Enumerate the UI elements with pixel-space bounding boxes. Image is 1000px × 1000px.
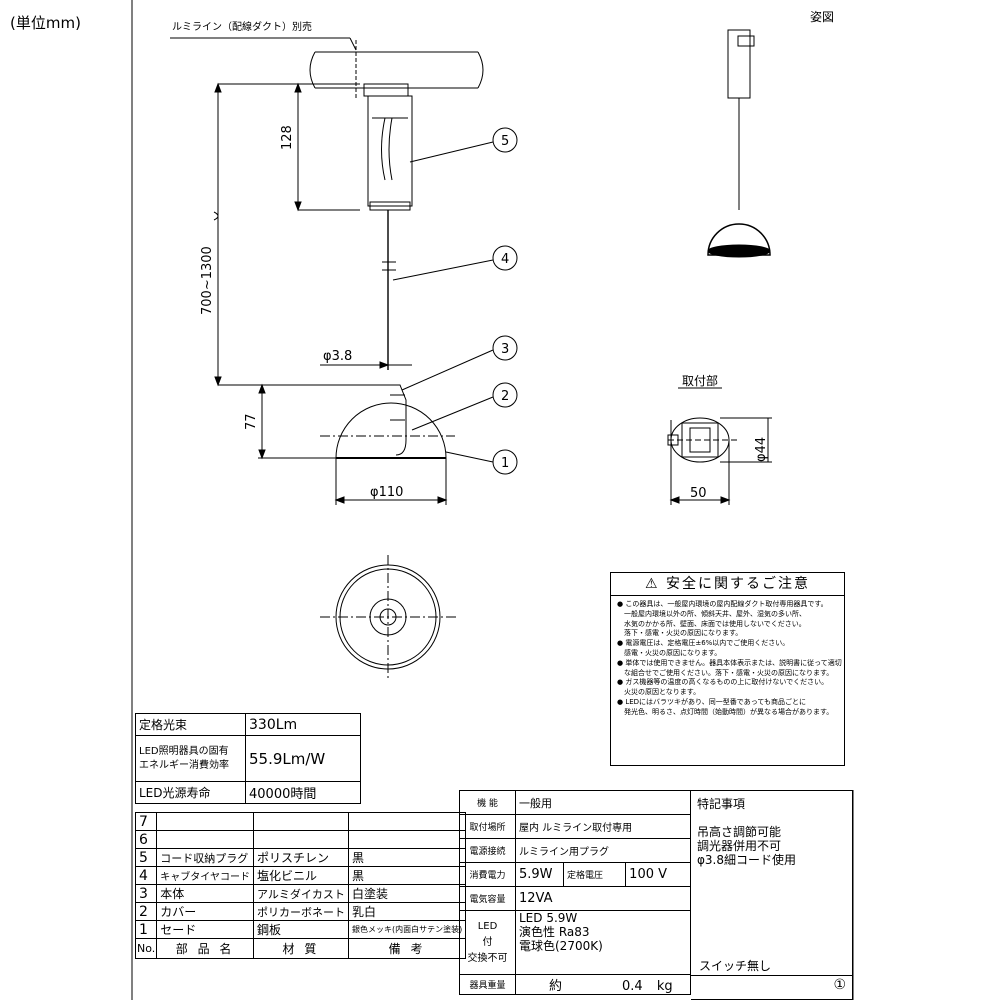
part-material: ポリカーボネート [252,902,349,921]
spec-label: 定格光束 [135,713,246,736]
mount-label: 取付部 [682,373,718,388]
part-note [347,812,467,831]
part-material [252,830,349,849]
special-line: 調光器併用不可 [697,839,782,853]
part-note: 乳白 [347,902,467,921]
callout-5: 5 [501,134,509,149]
part-name: セード [156,920,254,939]
part-material: 鋼板 [252,920,349,939]
spec-label: LED照明器具の固有 エネルギー消費効率 [135,735,246,782]
dim-50: 50 [690,486,707,501]
callout-4: 4 [501,252,509,267]
spec-label: LED光源寿命 [135,781,246,804]
part-name: 本体 [156,884,254,903]
safety-line: な組合せでご使用ください。落下・感電・火災の原因になります。 [617,668,834,677]
warning-icon: ⚠ [644,576,660,592]
dim-3-8: φ3.8 [323,349,352,364]
part-name: キャブタイヤコード [156,866,254,885]
part-name: コード収納プラグ [156,848,254,867]
dim-128: 128 [280,125,295,150]
dim-700-1300: 700~1300 [200,246,215,315]
parts-header-name: 部 品 名 [156,938,254,959]
info-label: 機 能 [459,790,516,815]
part-name [156,830,254,849]
part-no: 7 [134,812,158,831]
part-no: 4 [134,866,158,885]
dim-77: 77 [244,413,259,430]
safety-lines: ● この器具は、一般屋内環境の屋内配線ダクト取付専用器具です。 一般屋内環境以外… [617,600,842,718]
info-value: 100 V [625,862,691,887]
part-material [252,812,349,831]
view-label: 姿図 [810,10,835,24]
info-value: 5.9W [515,862,564,887]
parts-header-no: No. [134,938,158,959]
info-label: 電源接続 [459,838,516,863]
info-label: 電気容量 [459,886,516,911]
info-value: 屋内 ルミライン取付専用 [515,814,691,839]
safety-line: 落下・感電・火災の原因になります。 [617,629,743,638]
part-note: 黒 [347,866,467,885]
info-label: 取付場所 [459,814,516,839]
part-no: 3 [134,884,158,903]
part-note: 銀色メッキ(内面白サテン塗装) [347,920,467,939]
unit-label: (単位mm) [10,14,81,32]
special-notes: 特記事項 吊高さ調節可能 調光器併用不可 φ3.8細コード使用 スイッチ無し ① [691,790,853,1000]
safety-line: ● 電源電圧は、定格電圧±6%以内でご使用ください。 [617,639,790,648]
safety-line: ● LEDにはバラツキがあり、同一型番であっても商品ごとに [617,697,806,706]
spec-value: 330Lm [245,713,361,736]
part-no: 6 [134,830,158,849]
part-material: アルミダイカスト [252,884,349,903]
safety-line: 一般屋内環境以外の所、傾斜天井、屋外、湿気の多い所、 [617,609,806,618]
spec-value: 40000時間 [245,781,361,804]
special-line: 吊高さ調節可能 [697,825,782,839]
part-no: 1 [134,920,158,939]
safety-line: ● この器具は、一般屋内環境の屋内配線ダクト取付専用器具です。 [617,600,828,608]
callout-1: 1 [501,456,509,471]
safety-line: 火災の原因となります。 [617,688,701,697]
part-name: カバー [156,902,254,921]
part-note: 黒 [347,848,467,867]
parts-header-note: 備 考 [347,938,467,959]
safety-line: ● ガス機器等の温度の高くなるものの上に取付けないでください。 [617,678,829,687]
safety-line: 発光色、明るさ、点灯時間（始動時間）が異なる場合があります。 [617,707,834,716]
safety-title: ⚠ 安全に関するご注意 [611,573,844,596]
part-note: 白塗装 [347,884,467,903]
info-value: ルミライン用プラグ [515,838,691,863]
part-material: 塩化ビニル [252,866,349,885]
parts-header-material: 材 質 [252,938,349,959]
special-line: φ3.8細コード使用 [697,853,797,867]
info-label: 定格電圧 [562,862,627,887]
switch-note: スイッチ無し [699,959,772,973]
part-material: ポリスチレン [252,848,349,867]
part-name [156,812,254,831]
safety-line: 感電・火災の原因になります。 [617,648,722,657]
dim-44: φ44 [754,437,769,462]
sheet-number: ① [833,977,846,993]
spec-value: 55.9Lm/W [245,735,361,782]
callout-2: 2 [501,389,509,404]
part-no: 2 [134,902,158,921]
part-no: 5 [134,848,158,867]
info-label: 器具重量 [459,974,516,995]
part-note [347,830,467,849]
info-value: 一般用 [515,790,691,815]
spec-table: 定格光束 330Lm LED照明器具の固有 エネルギー消費効率 55.9Lm/W… [135,713,361,804]
callout-3: 3 [501,342,509,357]
special-label: 特記事項 [697,797,746,811]
dim-110: φ110 [370,485,403,500]
rail-label: ルミライン（配線ダクト）別売 [172,20,312,33]
info-table: 機 能一般用 取付場所屋内 ルミライン取付専用 電源接続ルミライン用プラグ 消費… [459,790,691,995]
safety-notice: ⚠ 安全に関するご注意 ● この器具は、一般屋内環境の屋内配線ダクト取付専用器具… [610,572,845,766]
safety-line: ● 単体では使用できません。器具本体表示または、説明書に従って適切 [617,658,842,667]
safety-line: 水気のかかる所、壁面、床面では使用しないでください。 [617,619,806,628]
info-value: 12VA [515,886,691,911]
info-label: 消費電力 [459,862,516,887]
